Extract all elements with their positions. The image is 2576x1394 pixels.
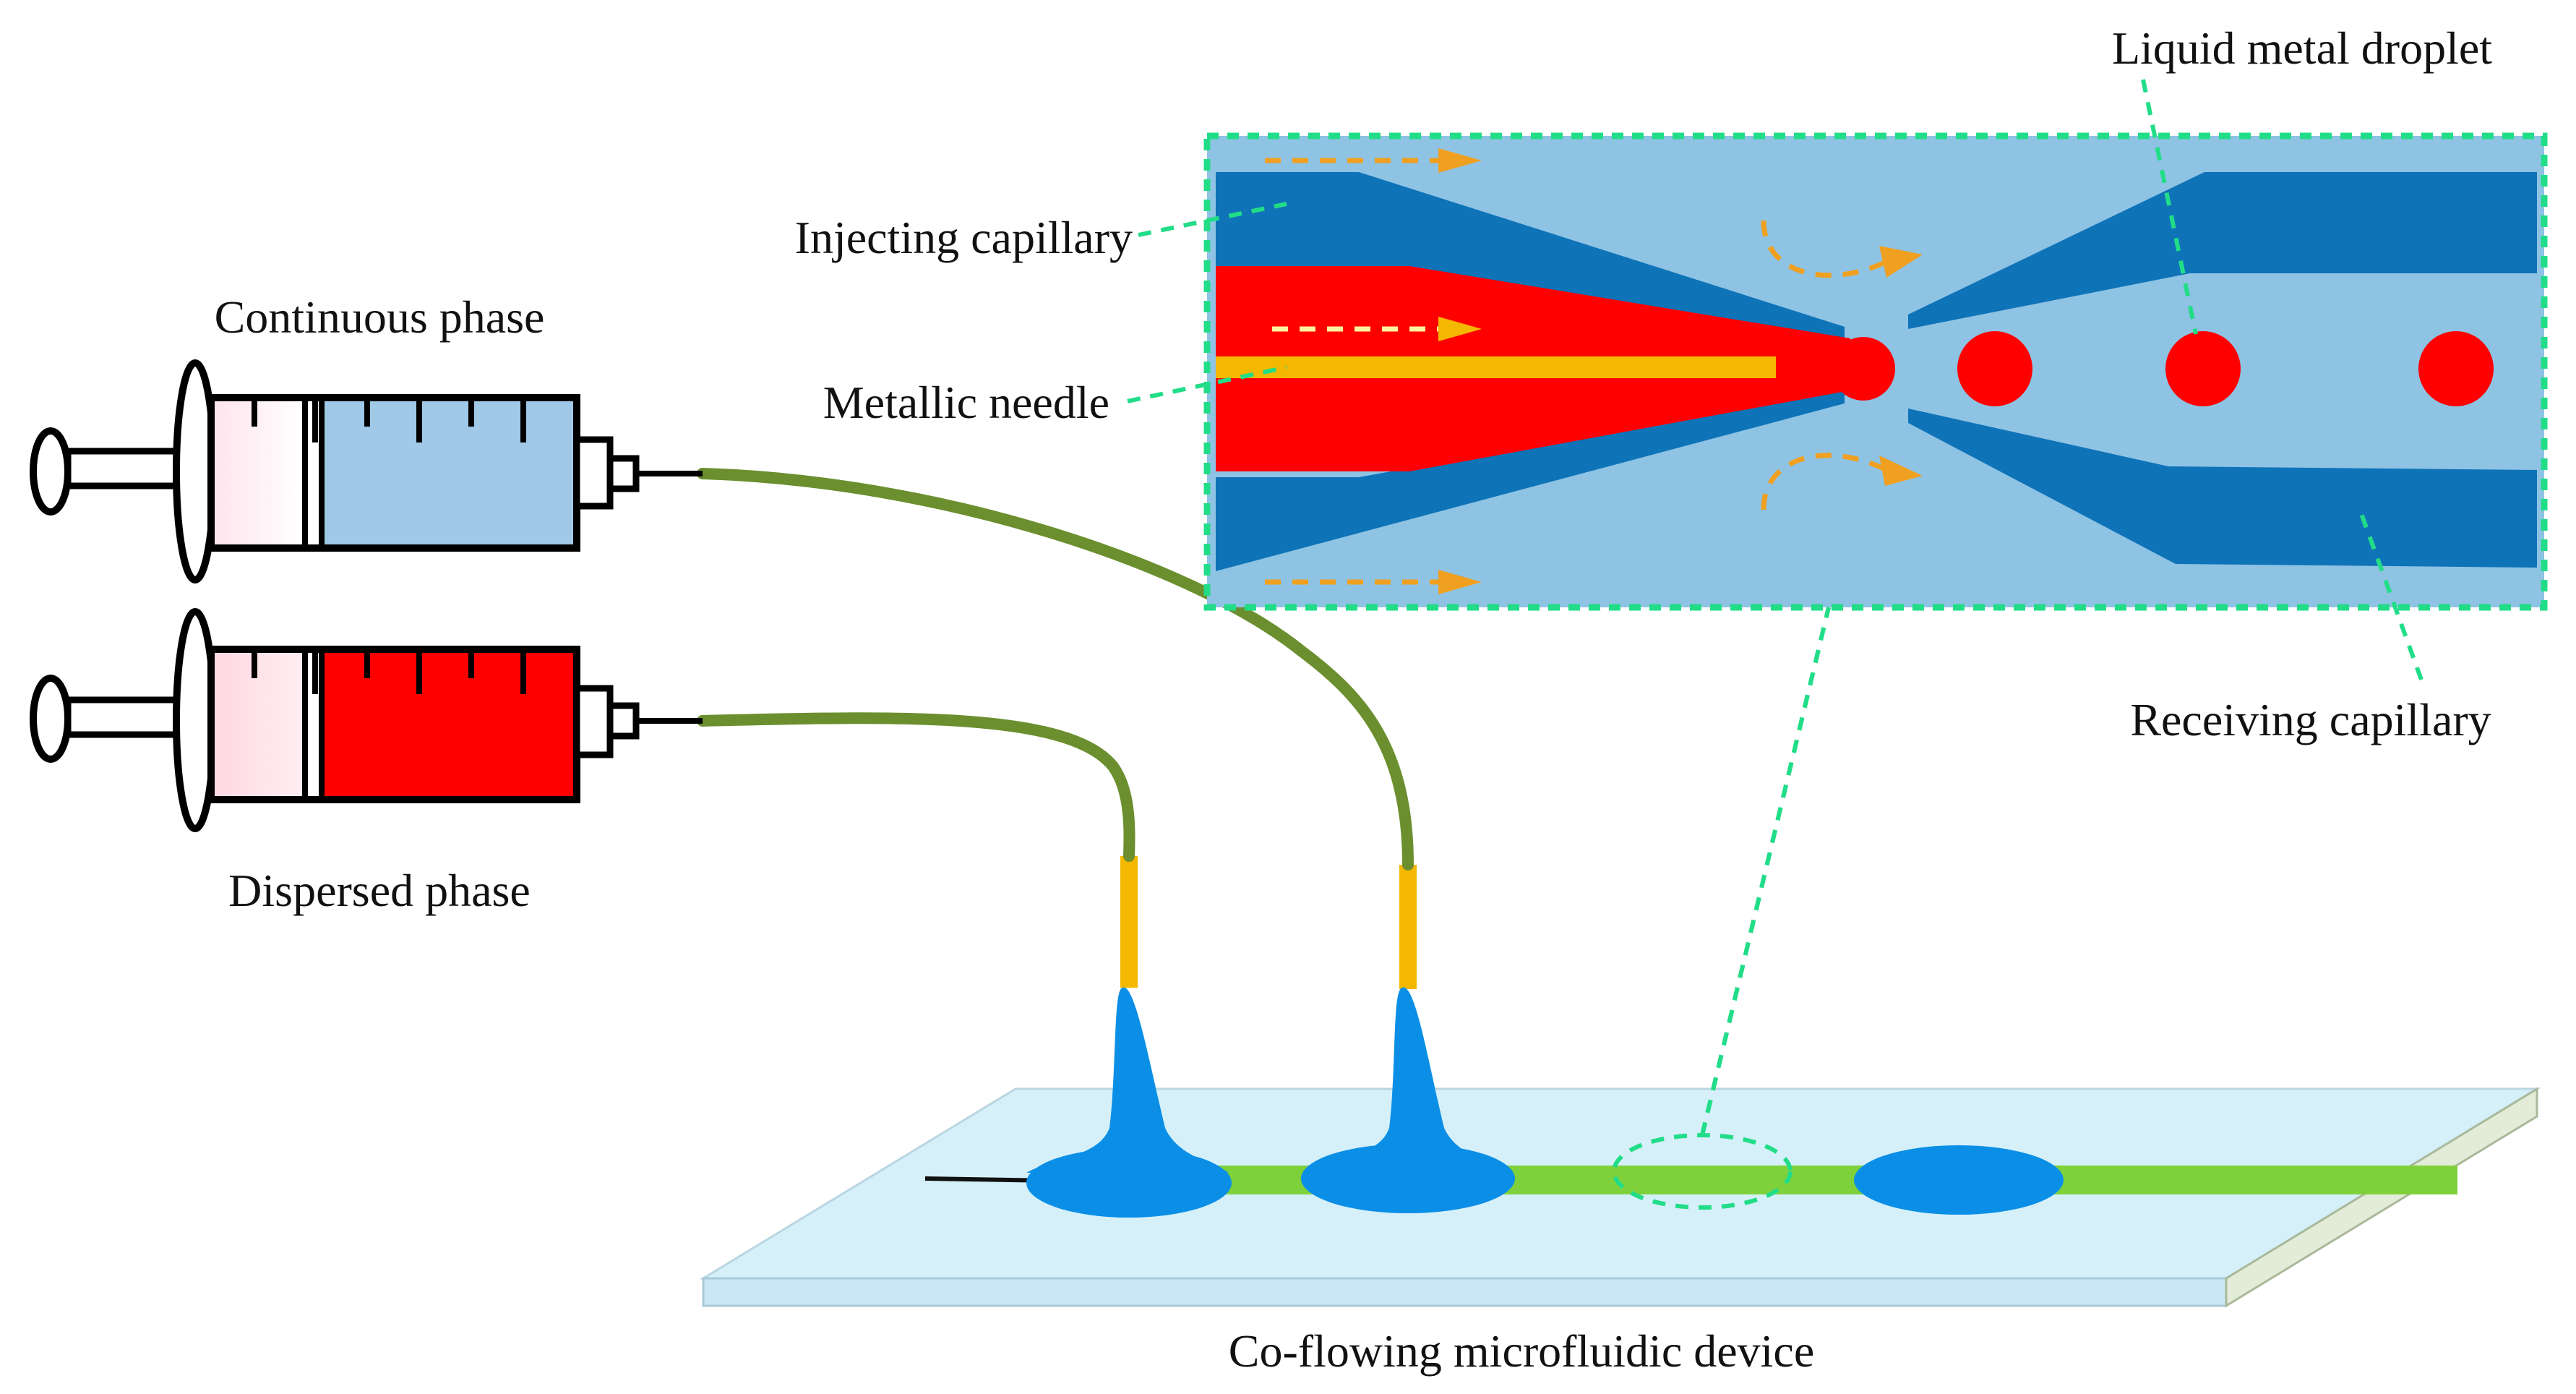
- label-injecting-capillary: Injecting capillary: [795, 212, 1133, 263]
- dispersed-syringe: [30, 608, 703, 832]
- injecting-capillary-upper-wall: [1216, 172, 1845, 340]
- metallic-needle-bar: [1216, 356, 1776, 378]
- microfluidic-device: [699, 1087, 2541, 1308]
- port-connector: [1120, 856, 1138, 988]
- flow-arrow-curve-upper: [1761, 220, 1888, 278]
- zoom-line-right: [1700, 607, 1831, 1136]
- inlet-port-left: [1026, 856, 1232, 1218]
- port-base: [1026, 1148, 1232, 1218]
- inlet-port-right: [1301, 865, 1515, 1213]
- device-front-face: [702, 1277, 2228, 1307]
- barrel-ticks: [252, 398, 526, 442]
- droplet: [2418, 331, 2494, 406]
- syringe-tip: [606, 455, 640, 492]
- callout-injecting-capillary: [1138, 202, 1287, 237]
- droplet: [1957, 331, 2032, 406]
- tubing-dispersed: [697, 712, 1135, 862]
- barrel-fluid: [322, 398, 577, 548]
- device-side-face: [2225, 1087, 2538, 1308]
- label-device: Co-flowing microfluidic device: [1229, 1325, 1814, 1377]
- syringe-tip: [606, 702, 640, 740]
- port-funnel: [1307, 987, 1511, 1173]
- flow-arrowheads: [1438, 148, 1923, 594]
- barrel-fluid: [322, 649, 577, 800]
- continuous-syringe: [30, 359, 703, 583]
- barrel-empty: [211, 649, 305, 800]
- plunger-thumb: [30, 427, 72, 516]
- flow-arrows: [1265, 158, 1888, 585]
- label-continuous-phase: Continuous phase: [215, 291, 545, 343]
- callout-metallic-needle: [1127, 365, 1287, 403]
- port-base: [1301, 1144, 1515, 1213]
- port-funnel: [1026, 987, 1229, 1173]
- syringe-hub: [573, 685, 614, 758]
- callout-liquid-metal-droplet: [2141, 79, 2198, 335]
- receiving-capillary-lower-wall: [1908, 409, 2537, 568]
- callout-lines: [1127, 79, 2423, 1210]
- flow-arrow-curve-lower: [1761, 453, 1888, 510]
- barrel-empty: [211, 398, 305, 548]
- receiving-capillary-upper-wall: [1908, 172, 2537, 329]
- droplet: [2165, 331, 2241, 406]
- plunger-thumb: [30, 675, 72, 763]
- forming-droplet: [1832, 337, 1895, 401]
- label-liquid-metal-droplet: Liquid metal droplet: [2112, 22, 2492, 74]
- syringe-hub: [573, 436, 614, 510]
- reservoir: [1854, 1145, 2064, 1215]
- label-metallic-needle: Metallic needle: [823, 377, 1109, 428]
- injecting-capillary-lower-wall: [1216, 390, 1845, 571]
- tubing-continuous: [697, 468, 1414, 871]
- port-connector: [1399, 865, 1417, 989]
- barrel-ticks: [252, 649, 526, 694]
- label-dispersed-phase: Dispersed phase: [228, 865, 531, 916]
- zoom-inset: [1203, 132, 2548, 611]
- label-receiving-capillary: Receiving capillary: [2130, 694, 2491, 745]
- inset-frame: [1203, 132, 2548, 611]
- callout-receiving-capillary: [2358, 508, 2423, 681]
